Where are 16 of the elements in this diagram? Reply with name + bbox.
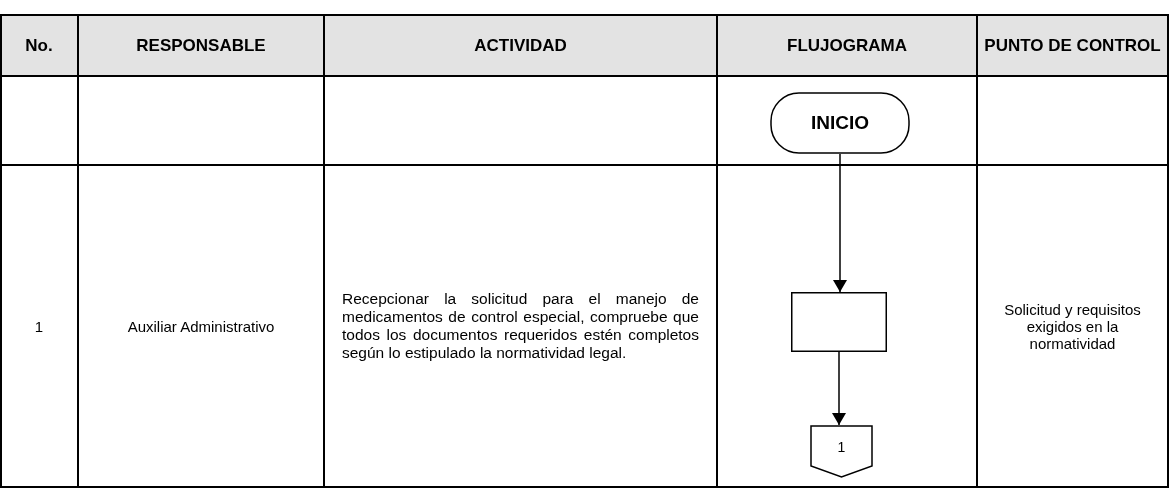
column-header: PUNTO DE CONTROL [984,36,1161,55]
row-number: 1 [34,317,44,335]
arrow [832,351,846,426]
terminal-shape [770,92,910,154]
column-header: No. [25,36,53,55]
connector-number: 1 [837,438,846,455]
control-point-text: Solicitud y requisitos exigidos en la normatividad [1003,300,1142,352]
column-header: ACTIVIDAD [474,36,567,55]
activity-text: Recepcionar la solicitud para el manejo de medicamentos de control especial, compruebe que todos los documentos requeridos estén completos según lo estipulado la normatividad legal. [342,290,699,362]
terminal-label: INICIO [810,112,870,134]
responsible-text: Auxiliar Administrativo [127,317,275,335]
column-header: RESPONSABLE [136,36,266,55]
off-page-connector [810,425,873,478]
arrow [833,153,847,293]
process-box [791,292,887,352]
column-header: FLUJOGRAMA [787,36,907,55]
